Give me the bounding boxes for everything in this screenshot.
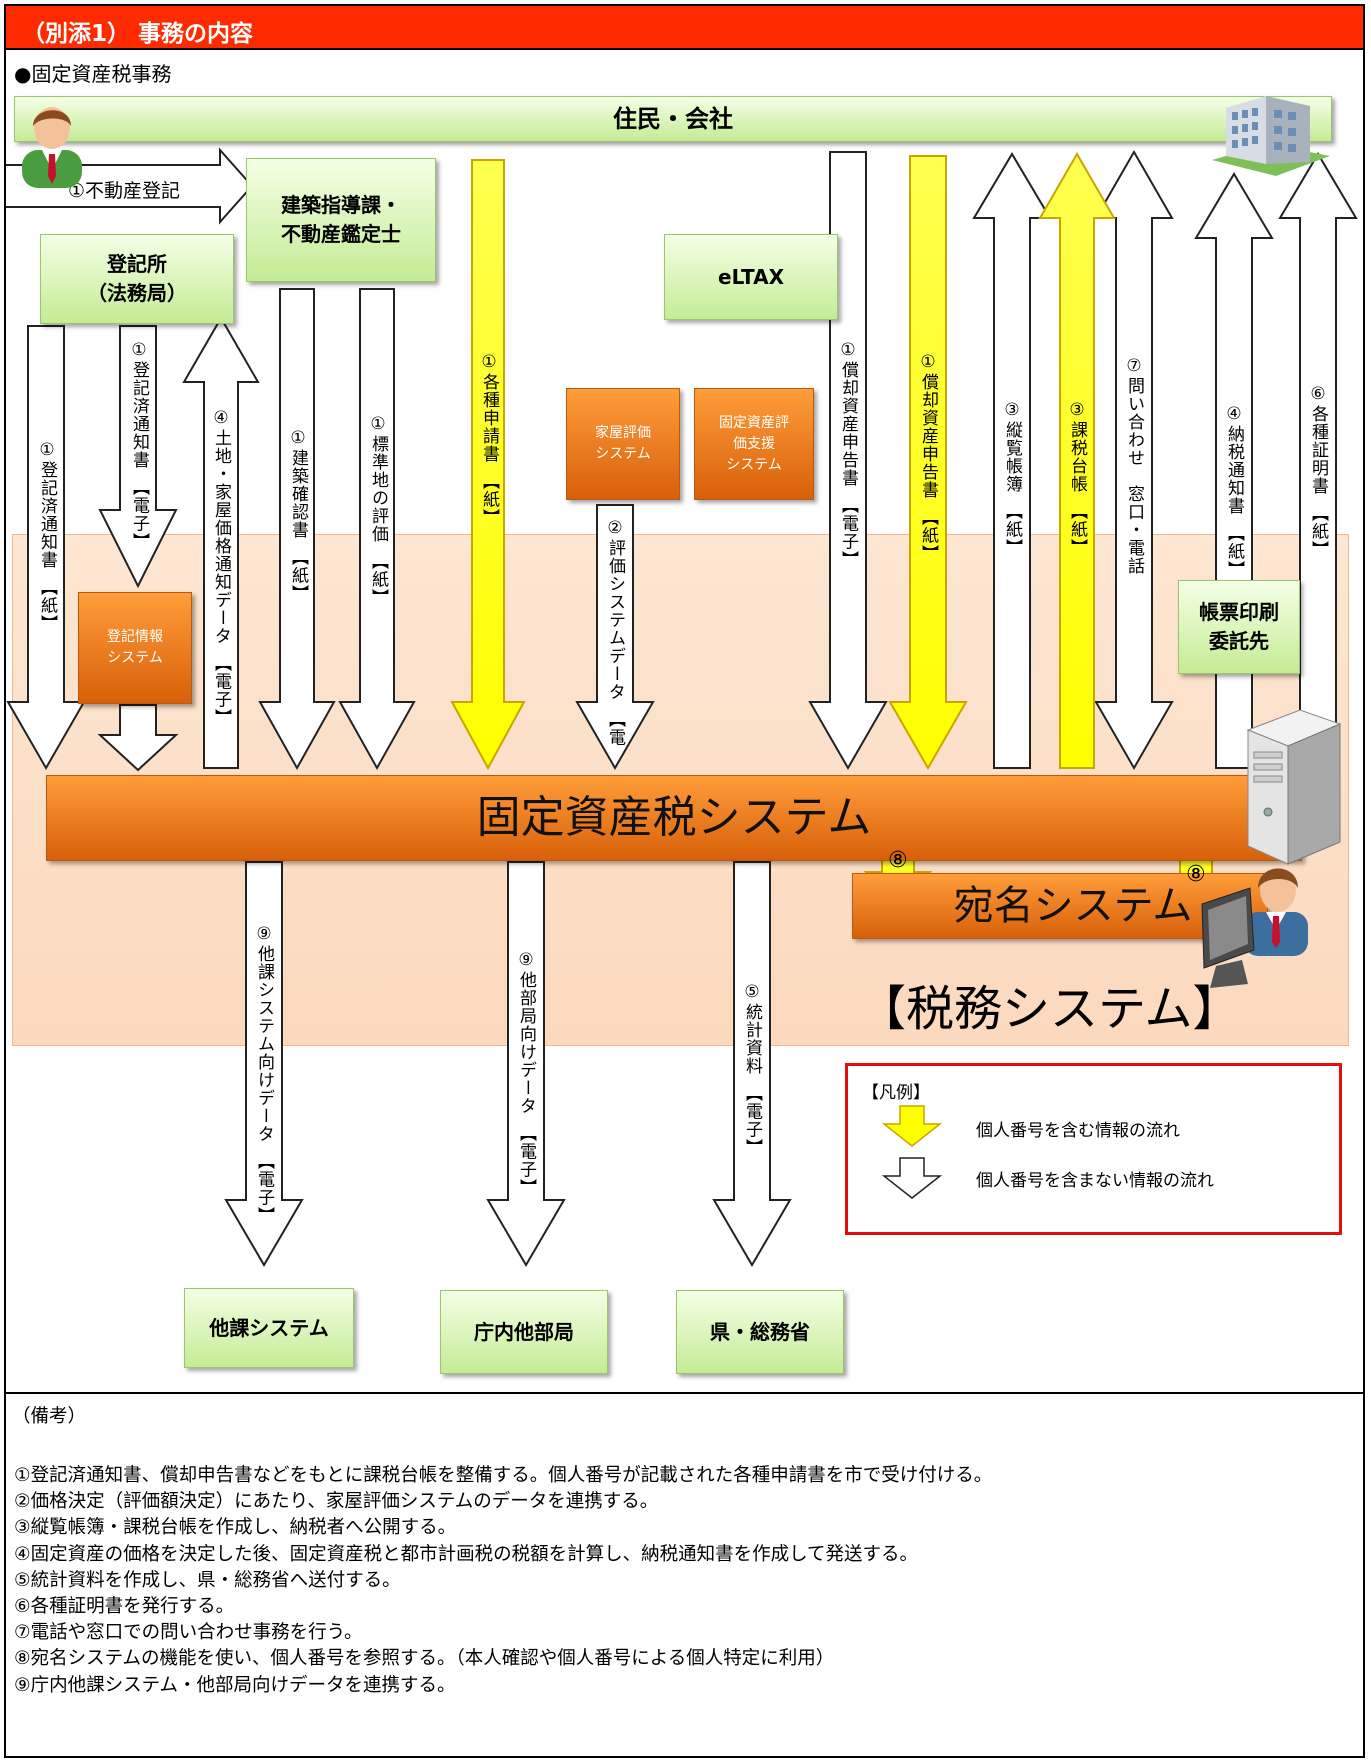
system-main-label: 固定資産税システム bbox=[476, 792, 872, 843]
box-kenchiku: 建築指導課・ 不動産鑑定士 bbox=[246, 158, 436, 282]
legend-without-number: 個人番号を含まない情報の流れ bbox=[976, 1171, 1214, 1191]
arrow-f13 bbox=[1194, 172, 1274, 769]
box-other-section-system: 他課システム bbox=[184, 1288, 354, 1368]
label-f15: ⑨他課システム向けデータ 【電子】 bbox=[254, 924, 274, 1225]
box-eltax-label: eLTAX bbox=[718, 264, 784, 289]
note-line: ⑧宛名システムの機能を使い、個人番号を参照する。（本人確認や個人番号による個人特… bbox=[14, 1648, 835, 1670]
note-line: ④固定資産の価格を決定した後、固定資産税と都市計画税の税額を計算し、納税通知書を… bbox=[14, 1543, 919, 1565]
system-main-fixed-asset-tax: 固定資産税システム bbox=[46, 775, 1302, 861]
arrow-f5 bbox=[338, 288, 416, 771]
header-bar: （別添1） 事務の内容 bbox=[6, 6, 1363, 50]
note-line: ①登記済通知書、償却申告書などをもとに課税台帳を整備する。個人番号が記載された各… bbox=[14, 1465, 993, 1486]
box-ken-label: 県・総務省 bbox=[710, 1319, 810, 1344]
label-f16: ⑨他部局向けデータ 【電子】 bbox=[516, 950, 536, 1197]
top-bar-label: 住民・会社 bbox=[613, 104, 733, 133]
label-f1: ①登記済通知書 【紙】 bbox=[37, 440, 57, 633]
notes-heading: （備考） bbox=[12, 1406, 87, 1427]
arrow-f9 bbox=[888, 155, 968, 771]
arrow-f15 bbox=[224, 861, 304, 1267]
label-fudosan-toki: ①不動産登記 bbox=[68, 180, 181, 202]
label-f6: ①各種申請書 【紙】 bbox=[479, 352, 499, 527]
notes-divider bbox=[6, 1392, 1363, 1394]
legend-yellow-arrow-icon bbox=[882, 1105, 942, 1147]
note-line: ②価格決定（評価額決定）にあたり、家屋評価システムのデータを連携する。 bbox=[14, 1491, 659, 1513]
badge-8-down: ⑧ bbox=[888, 848, 908, 873]
note-line: ⑦電話や窓口での問い合わせ事務を行う。 bbox=[14, 1622, 363, 1644]
box-kaka-label: 他課システム bbox=[209, 1315, 329, 1340]
box-prefecture-ministry: 県・総務省 bbox=[676, 1290, 844, 1374]
system-kotei-shien: 固定資産評 価支援 システム bbox=[694, 388, 814, 500]
badge-8-up: ⑧ bbox=[1186, 862, 1206, 887]
arrow-f17 bbox=[712, 861, 792, 1267]
label-f13: ④納税通知書 【紙】 bbox=[1224, 404, 1244, 579]
subtitle: ●固定資産税事務 bbox=[14, 62, 172, 86]
legend-with-number: 個人番号を含む情報の流れ bbox=[976, 1121, 1180, 1141]
label-f14: ⑥各種証明書 【紙】 bbox=[1308, 384, 1328, 559]
arrow-f2b bbox=[97, 704, 179, 772]
label-f9: ①償却資産申告書 【紙】 bbox=[918, 352, 938, 563]
header-title: （別添1） 事務の内容 bbox=[22, 21, 254, 47]
server-icon bbox=[1246, 709, 1342, 865]
legend-box: 【凡例】 個人番号を含む情報の流れ 個人番号を含まない情報の流れ bbox=[845, 1063, 1342, 1235]
top-bar-residents: 住民・会社 bbox=[14, 96, 1332, 142]
box-kenchiku-label: 建築指導課・ 不動産鑑定士 bbox=[281, 193, 401, 246]
label-f17: ⑤統計資料 【電子】 bbox=[742, 982, 762, 1157]
note-line: ⑨庁内他課システム・他部局向けデータを連携する。 bbox=[14, 1674, 456, 1696]
arrow-f10 bbox=[972, 152, 1052, 769]
system-kaoku: 家屋評価 システム bbox=[566, 388, 680, 500]
arrow-f16 bbox=[486, 861, 566, 1267]
notes-list: ①登記済通知書、償却申告書などをもとに課税台帳を整備する。個人番号が記載された各… bbox=[14, 1463, 992, 1699]
operator-pc-icon bbox=[1201, 868, 1308, 988]
arrow-f3 bbox=[182, 316, 260, 769]
system-atena: 宛名システム bbox=[852, 873, 1268, 939]
box-chohyo-label: 帳票印刷 委託先 bbox=[1199, 600, 1279, 653]
box-chonai-label: 庁内他部局 bbox=[474, 1319, 574, 1344]
system-kaoku-label: 家屋評価 システム bbox=[595, 425, 651, 462]
note-line: ⑥各種証明書を発行する。 bbox=[14, 1596, 235, 1618]
arrow-f6 bbox=[450, 159, 526, 771]
arrow-f7 bbox=[575, 504, 655, 771]
box-chohyo: 帳票印刷 委託先 bbox=[1178, 580, 1300, 674]
label-f2: ①登記済通知書 【電子】 bbox=[129, 340, 149, 551]
box-other-department: 庁内他部局 bbox=[440, 1290, 608, 1374]
label-f11: ③課税台帳 【紙】 bbox=[1067, 400, 1087, 557]
tax-system-title: 【税務システム】 bbox=[858, 981, 1241, 1037]
label-f12: ⑦問い合わせ 窓口・電話 bbox=[1124, 356, 1144, 575]
arrow-f11 bbox=[1038, 152, 1116, 769]
box-touki-label: 登記所 （法務局） bbox=[87, 252, 187, 305]
arrow-f8 bbox=[808, 151, 888, 771]
arrow-f1 bbox=[6, 325, 86, 771]
box-eltax: eLTAX bbox=[664, 234, 838, 320]
building-icon bbox=[1212, 96, 1330, 176]
arrow-f14 bbox=[1278, 152, 1358, 769]
system-touki-info: 登記情報 システム bbox=[78, 592, 192, 704]
arrow-f4 bbox=[258, 288, 336, 771]
label-f5: ①標準地の評価 【紙】 bbox=[368, 414, 388, 607]
label-f8: ①償却資産申告書 【電子】 bbox=[838, 340, 858, 569]
note-line: ③縦覧帳簿・課税台帳を作成し、納税者へ公開する。 bbox=[14, 1517, 457, 1539]
system-kotei-shien-label: 固定資産評 価支援 システム bbox=[719, 414, 789, 473]
label-f4: ①建築確認書 【紙】 bbox=[288, 428, 308, 603]
system-touki-info-label: 登記情報 システム bbox=[107, 629, 163, 666]
legend-white-arrow-icon bbox=[882, 1157, 942, 1199]
note-line: ⑤統計資料を作成し、県・総務省へ送付する。 bbox=[14, 1569, 401, 1591]
label-f3: ④土地・家屋価格通知データ 【電子】 bbox=[211, 408, 231, 727]
person-icon bbox=[22, 107, 82, 188]
label-f7: ②評価システムデータ 【電 bbox=[605, 518, 625, 747]
box-touki-office: 登記所 （法務局） bbox=[40, 234, 234, 324]
system-atena-label: 宛名システム bbox=[953, 883, 1193, 929]
arrow-f2 bbox=[98, 325, 178, 589]
diagram-frame bbox=[4, 4, 1365, 1758]
label-f10: ③縦覧帳簿 【紙】 bbox=[1002, 400, 1022, 557]
legend-title: 【凡例】 bbox=[862, 1083, 930, 1103]
